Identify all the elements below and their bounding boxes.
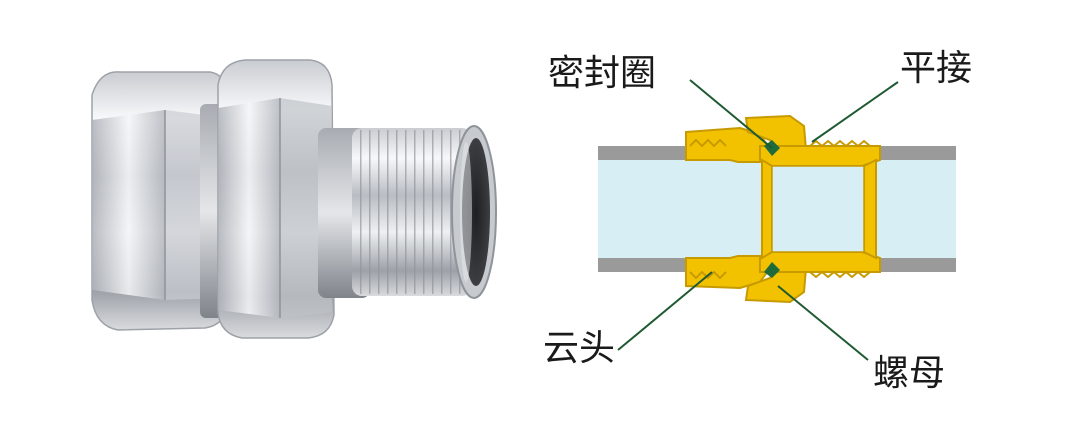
right-pipe-bore xyxy=(876,160,956,258)
flat-joint-inner-left xyxy=(761,158,773,260)
right-pipe-wall-top xyxy=(876,146,956,160)
leader-seal-ring xyxy=(689,79,773,149)
flat-joint-inner-right xyxy=(863,158,877,260)
seal-ring-bottom xyxy=(764,262,780,278)
hex-face-left xyxy=(92,110,165,300)
label-nut: 螺母 xyxy=(873,353,945,394)
left-pipe-bore xyxy=(598,160,730,258)
cross-section-schematic: 密封圈 平接 云头 螺母 xyxy=(543,48,972,394)
chrome-union-fitting-photo xyxy=(91,59,497,339)
leader-nut xyxy=(777,285,869,361)
right-pipe-wall-bottom xyxy=(876,258,956,272)
label-flat-joint: 平接 xyxy=(900,48,972,89)
threaded-end xyxy=(352,128,472,296)
label-seal-ring: 密封圈 xyxy=(548,53,656,94)
leader-flat-joint xyxy=(811,81,899,143)
label-cloud-head: 云头 xyxy=(543,328,615,369)
leader-cloud-head xyxy=(617,271,713,351)
union-nut-face-left xyxy=(218,98,280,318)
